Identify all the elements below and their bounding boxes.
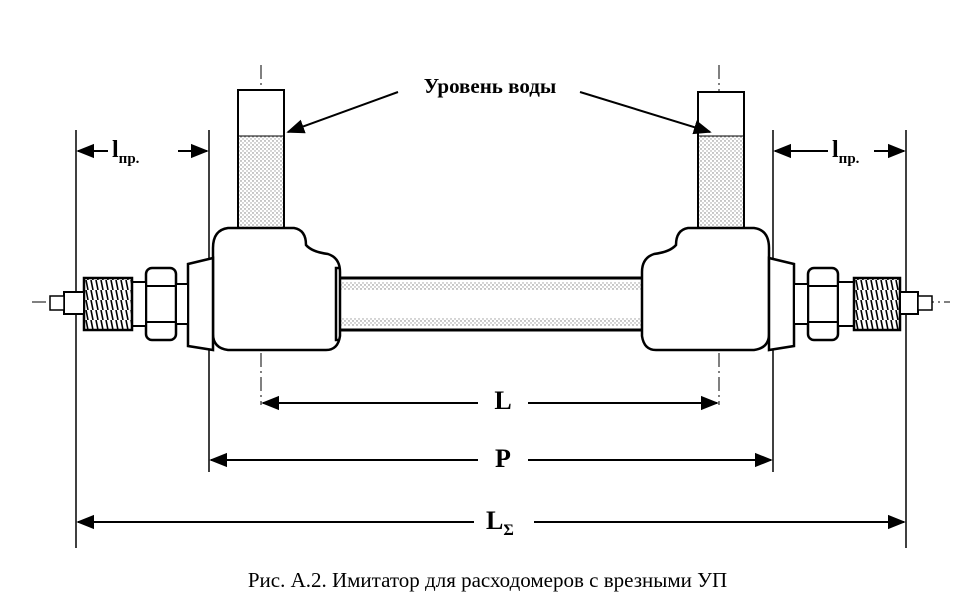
left-fitting	[49, 266, 189, 342]
center-lines	[32, 65, 950, 405]
L-sigma-label: LΣ	[486, 506, 514, 539]
right-level-tube	[697, 91, 745, 231]
right-tee-body	[640, 226, 796, 352]
right-fitting	[793, 266, 933, 342]
left-tee-body	[186, 226, 342, 352]
l-pr-left-label: lпр.	[112, 137, 140, 167]
figure-caption: Рис. А.2. Имитатор для расходомеров с вр…	[247, 568, 728, 592]
water-level-pointers	[286, 91, 712, 135]
measuring-pipe	[334, 276, 652, 332]
L-label: L	[494, 386, 511, 415]
P-label: P	[495, 444, 511, 473]
l-pr-right-label: lпр.	[832, 137, 860, 167]
left-level-tube	[237, 89, 285, 231]
water-level-label: Уровень воды	[424, 74, 557, 98]
